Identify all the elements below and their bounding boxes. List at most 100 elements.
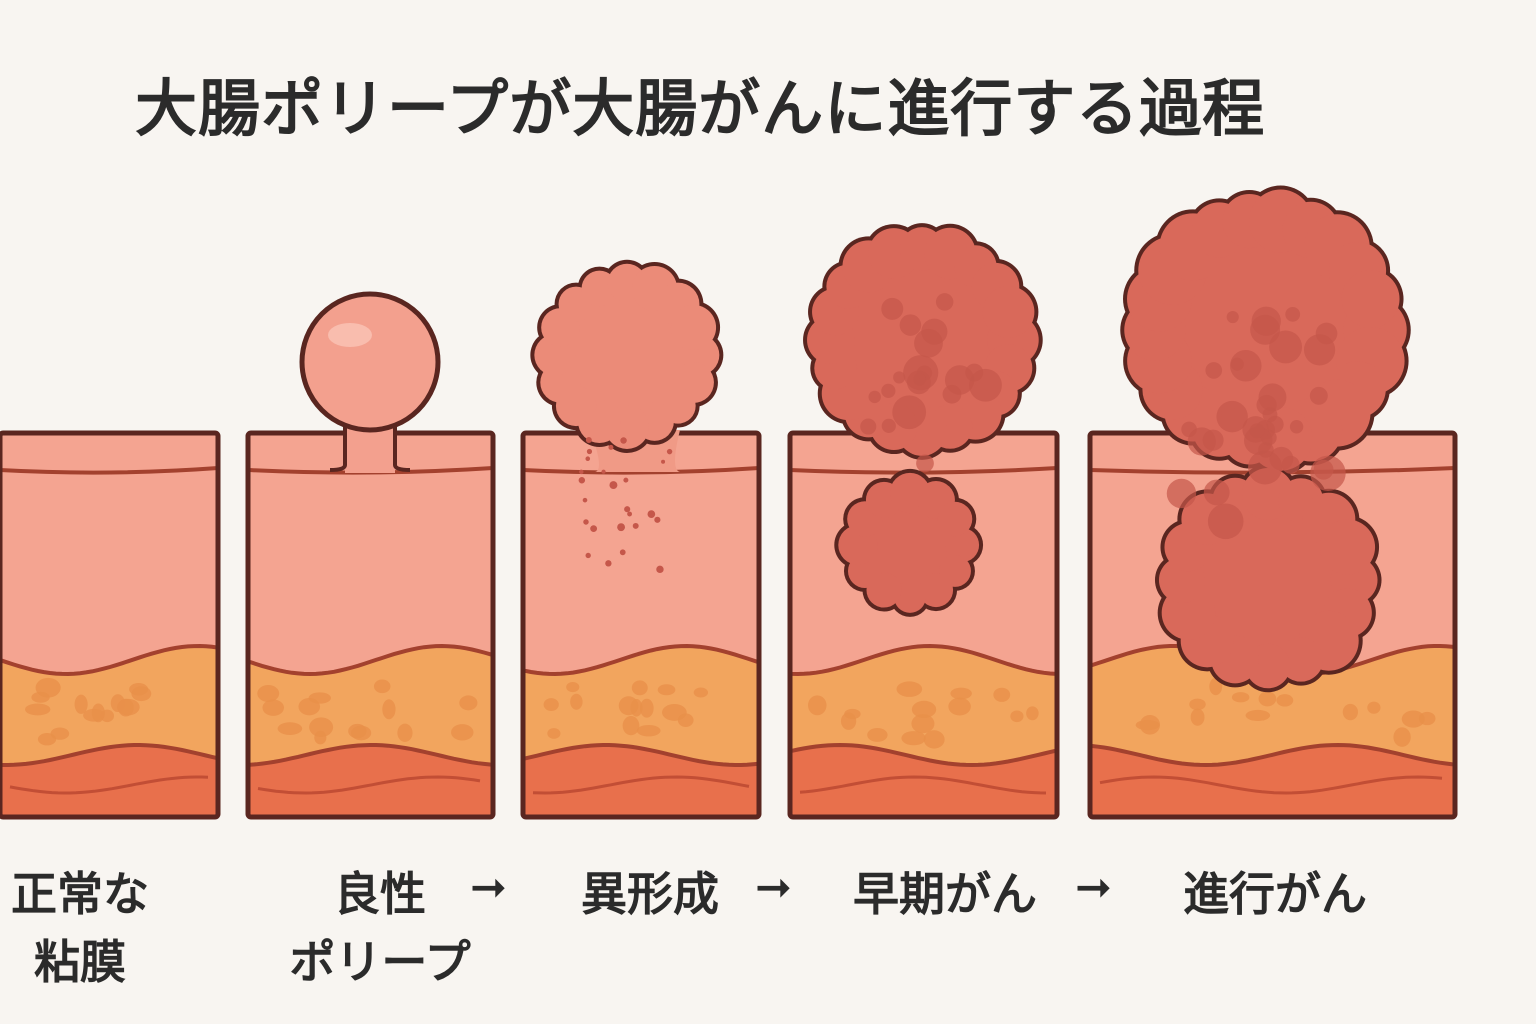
dysplasia-cell-dot <box>647 510 656 518</box>
blob-texture <box>1166 478 1197 509</box>
stage-label-early-cancer: 早期がん <box>840 860 1050 928</box>
dysplasia-cell-dot <box>601 469 606 474</box>
muscle-fiber-line <box>9 775 209 795</box>
blob-fill <box>1319 519 1376 575</box>
fat-cell-spot <box>993 687 1011 702</box>
blob-texture <box>1303 334 1336 366</box>
blob-texture <box>1289 420 1304 434</box>
blob-texture <box>1309 386 1328 405</box>
fat-cell-spot <box>639 698 654 718</box>
blob-texture <box>881 418 896 433</box>
muscle-fiber-line <box>257 775 481 795</box>
fat-cell-spot <box>31 691 50 703</box>
blob-fill <box>670 304 717 350</box>
blob-texture <box>1226 310 1239 324</box>
dysplasia-cell-dot <box>656 565 664 574</box>
fat-cell-spot <box>1189 698 1206 711</box>
blob-texture <box>881 297 904 320</box>
fat-cell-spot <box>923 730 945 749</box>
fat-cell-spot <box>657 684 676 696</box>
blob-texture <box>892 395 927 430</box>
tissue-panel <box>0 430 221 820</box>
fat-cell-spot <box>867 727 888 742</box>
arrow-icon: ➞ <box>1075 862 1112 913</box>
fat-cell-spot <box>1418 711 1436 726</box>
blob-texture <box>1249 423 1265 439</box>
fat-cell-spot <box>1393 727 1411 747</box>
blob-texture <box>1216 400 1248 433</box>
fat-cell-spot <box>1231 692 1250 703</box>
page-title: 大腸ポリープが大腸がんに進行する過程 <box>135 72 1266 145</box>
fat-cell-spot <box>25 703 51 716</box>
fat-cell-spot <box>1367 701 1381 714</box>
benign-polyp-head <box>299 291 441 433</box>
fat-cell-spot <box>382 699 396 720</box>
tissue-panel <box>520 430 762 820</box>
blob-texture <box>860 418 877 435</box>
fat-cell-spot <box>117 698 140 716</box>
fat-cell-spot <box>459 695 478 711</box>
stage-label-normal: 正常な 粘膜 <box>0 860 160 996</box>
dysplasia-cell-dot <box>609 481 618 490</box>
fat-cell-spot <box>618 696 639 716</box>
dysplasia-cell-dot <box>578 477 586 484</box>
blob-texture <box>893 371 906 384</box>
blob-texture <box>969 368 1002 402</box>
epithelium-line <box>0 466 218 475</box>
blob-texture <box>1258 383 1287 412</box>
fat-cell-spot <box>1010 710 1024 723</box>
arrow-icon: ➞ <box>470 862 507 913</box>
epithelium-line <box>523 466 759 475</box>
blob-texture <box>1205 362 1223 379</box>
dysplasia-cell-dot <box>590 525 598 533</box>
polyp-stalk-outline <box>329 410 411 472</box>
polyp-highlight <box>328 323 372 347</box>
stage-label-line: ポリープ <box>289 935 471 989</box>
fat-cell-spot <box>350 725 372 741</box>
arrow-icon: ➞ <box>755 862 792 913</box>
blob-texture <box>1251 306 1281 336</box>
stage-label-line: 早期がん <box>853 867 1037 921</box>
layer-boundary <box>248 643 493 677</box>
muscle-fiber-line <box>532 775 750 795</box>
dysplasia-cell-dot <box>585 456 591 461</box>
dysplasia-cell-dot <box>583 519 589 525</box>
blob-texture <box>1285 306 1301 322</box>
muscle-layer <box>1090 745 1455 817</box>
fat-cell-spot <box>622 715 640 736</box>
fat-cell-spot <box>74 694 88 714</box>
dysplasia-cell-dot <box>586 448 593 455</box>
blob-texture <box>881 383 896 398</box>
fat-cell-spot <box>636 724 661 737</box>
fat-cell-spot <box>314 730 327 745</box>
advanced-cancer-tumor <box>1120 185 1411 693</box>
muscle-fiber-line <box>799 775 1047 795</box>
epithelium-line <box>790 466 1057 475</box>
dysplasia-cell-dot <box>579 469 584 475</box>
layer-boundary <box>1090 742 1455 768</box>
blob-texture <box>935 293 954 311</box>
layer-boundary <box>790 742 1057 768</box>
blob-texture <box>1203 479 1230 506</box>
panel-layers <box>248 433 493 817</box>
fat-cell-spot <box>1258 691 1277 707</box>
fat-cell-spot <box>911 700 937 719</box>
fat-cell-spot <box>901 731 926 746</box>
dysplasia-cell-dot <box>617 523 626 532</box>
fat-cell-spot <box>570 693 583 710</box>
dysplasia-polyp <box>530 259 724 453</box>
fat-cell-spot <box>1276 694 1294 707</box>
fat-cell-spot <box>131 686 152 702</box>
dysplasia-cell-dot <box>661 459 666 464</box>
layer-boundary <box>248 743 493 767</box>
blob-fill <box>982 286 1035 338</box>
fat-cell-spot <box>1026 706 1039 721</box>
fat-cell-spot <box>547 728 561 739</box>
fat-cell-spot <box>397 723 413 742</box>
layer-boundary <box>0 743 218 767</box>
fat-cell-spot <box>451 724 474 741</box>
dysplasia-cell-dot <box>608 444 614 450</box>
fat-cell-spot <box>1245 709 1271 721</box>
muscle-layer <box>0 745 218 817</box>
fat-cell-spot <box>1190 708 1205 726</box>
